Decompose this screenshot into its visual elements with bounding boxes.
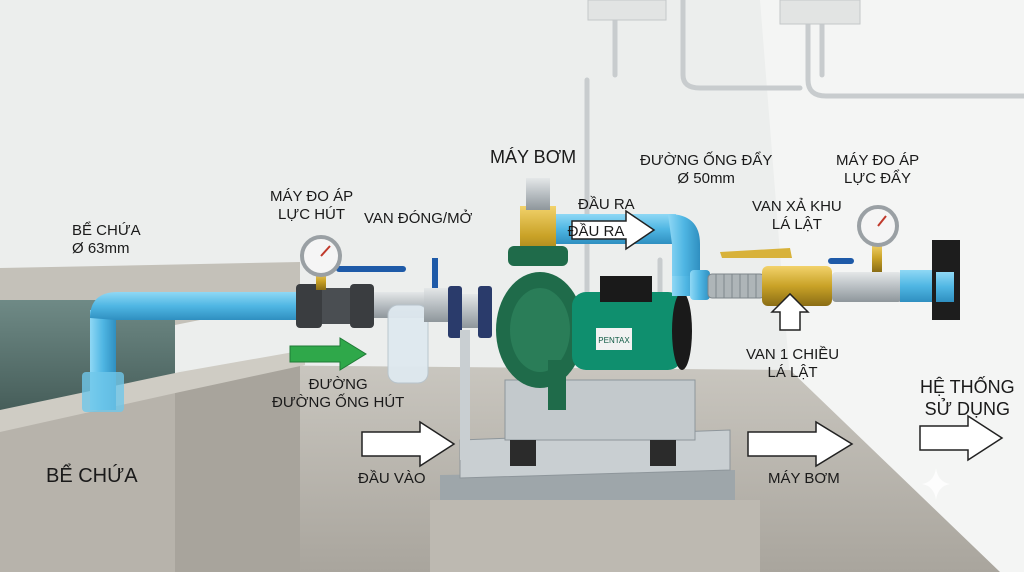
- tank-wall-side: [175, 365, 300, 572]
- flap-valve: [762, 266, 832, 306]
- suction-flow-arrow: [289, 337, 367, 371]
- damper-right: [650, 440, 676, 466]
- flap-drain-valve-label-line2: LÁ LẬT: [771, 216, 822, 233]
- pump-brand-text: PENTAX: [598, 336, 630, 345]
- system-label: HỆ THỐNG SỬ DỤNG: [920, 376, 1015, 420]
- outlet-arrow-text: ĐẦU RA: [568, 223, 625, 240]
- suction-pipe: [82, 292, 300, 412]
- suction-valve-handle: [336, 266, 406, 272]
- discharge-gauge-label: MÁY ĐO ÁP LỰC ĐẨY: [836, 152, 919, 188]
- onoff-valve-handle: [432, 258, 438, 294]
- outlet-label: ĐẦU RA: [578, 196, 635, 213]
- brand-plate: [596, 328, 632, 350]
- support-post: [460, 330, 470, 460]
- suction-gauge-label-line1: MÁY ĐO ÁP: [270, 188, 354, 205]
- sparkle-icon: [922, 468, 950, 500]
- priming-plug: [526, 178, 550, 210]
- outlet-flow-arrow: [571, 209, 656, 251]
- check-valve-label-line1: VAN 1 CHIỀU: [746, 346, 840, 363]
- suction-gauge-label-line2: LỰC HÚT: [278, 206, 346, 223]
- concrete-plinth: [430, 500, 760, 572]
- control-box-left: [587, 0, 667, 21]
- flap-valve-handle: [720, 248, 792, 258]
- suction-pipe-label-line2: ĐƯỜNG ỐNG HÚT: [272, 394, 405, 411]
- discharge-ball-valve: [832, 272, 902, 302]
- check-valve-label-line2: LÁ LẬT: [767, 364, 818, 381]
- inlet-flow-arrow: [361, 420, 456, 468]
- onoff-valve-label: VAN ĐÓNG/MỞ: [364, 210, 473, 227]
- suction-pipe-label-line1: ĐƯỜNG: [308, 376, 368, 393]
- discharge-pipe-label-line1: ĐƯỜNG ỐNG ĐẨY: [640, 152, 773, 169]
- flap-drain-valve-label: VAN XẢ KHU LÁ LẬT: [752, 198, 842, 234]
- check-valve-label: VAN 1 CHIỀU LÁ LẬT: [746, 346, 839, 382]
- pump-bottom-label: MÁY BƠM: [768, 470, 840, 487]
- discharge-gauge-label-line1: MÁY ĐO ÁP: [836, 152, 920, 169]
- tank-bottom-label: BỂ CHỨA: [46, 465, 138, 487]
- control-box-right: [779, 0, 861, 25]
- suction-gauge-label: MÁY ĐO ÁP LỰC HÚT: [270, 188, 353, 224]
- suction-pipe-label: ĐƯỜNG ĐƯỜNG ỐNG HÚT: [272, 376, 404, 412]
- system-label-line1: HỆ THỐNG: [920, 377, 1015, 397]
- suction-union: [296, 284, 322, 328]
- inlet-flange: [448, 286, 462, 338]
- motor-fan-cover: [672, 292, 692, 370]
- discharge-pipe-label: ĐƯỜNG ỐNG ĐẨY Ø 50mm: [640, 152, 772, 188]
- pump-flow-arrow: [747, 420, 854, 468]
- damper-left: [510, 440, 536, 466]
- system-label-line2: SỬ DỤNG: [924, 399, 1011, 419]
- tank-top-label-line1: BỂ CHỨA: [72, 222, 141, 239]
- tank-edge: [0, 350, 305, 432]
- inlet-label: ĐẦU VÀO: [358, 470, 426, 487]
- discharge-pipe-label-line2: Ø 50mm: [677, 170, 735, 187]
- tank-top-label-line2: Ø 63mm: [72, 240, 130, 257]
- filter-housing: [387, 304, 429, 384]
- motor-terminal-box: [600, 276, 652, 302]
- discharge-gauge-label-line2: LỰC ĐẨY: [844, 170, 912, 187]
- check-valve-up-arrow: [770, 292, 810, 331]
- flap-drain-valve-label-line1: VAN XẢ KHU: [752, 198, 842, 215]
- pump-plate: [504, 379, 696, 441]
- pump-top-label: MÁY BƠM: [490, 147, 577, 167]
- system-flow-arrow: [919, 414, 1004, 462]
- electrical-conduits: [584, 0, 1024, 303]
- tank-top-label: BỂ CHỨA Ø 63mm: [72, 222, 141, 258]
